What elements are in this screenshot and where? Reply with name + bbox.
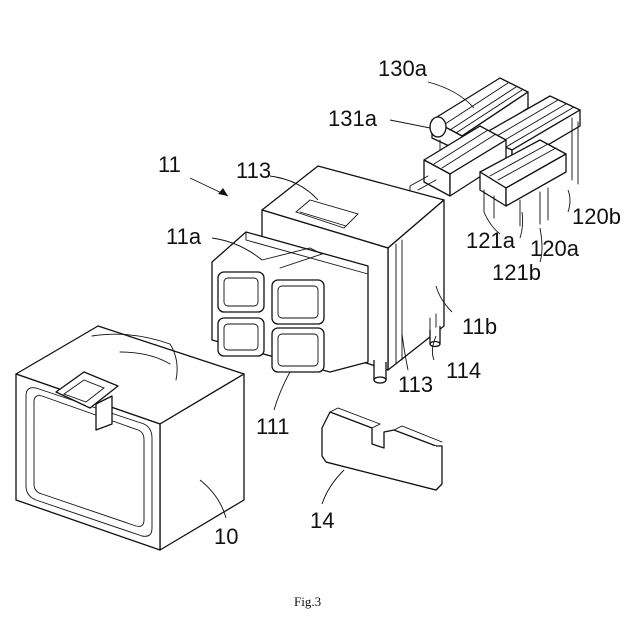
label-113-bottom: 113 (398, 372, 433, 397)
outer-shell-10 (16, 326, 244, 550)
label-113-top: 113 (236, 158, 271, 183)
label-121a: 121a (466, 228, 516, 253)
label-130a: 130a (378, 56, 428, 81)
label-10: 10 (214, 524, 238, 549)
figure-caption: Fig.3 (294, 594, 321, 609)
label-14: 14 (310, 508, 334, 533)
label-11b: 11b (462, 314, 497, 339)
label-120a: 120a (530, 236, 580, 261)
label-11: 11 (158, 152, 181, 177)
label-11a: 11a (166, 224, 202, 249)
label-114: 114 (446, 358, 481, 383)
plate-14 (322, 408, 442, 490)
label-120b: 120b (572, 204, 621, 229)
label-121b: 121b (492, 260, 541, 285)
housing-11 (212, 166, 444, 383)
label-111: 111 (256, 414, 289, 439)
label-131a: 131a (328, 106, 378, 131)
